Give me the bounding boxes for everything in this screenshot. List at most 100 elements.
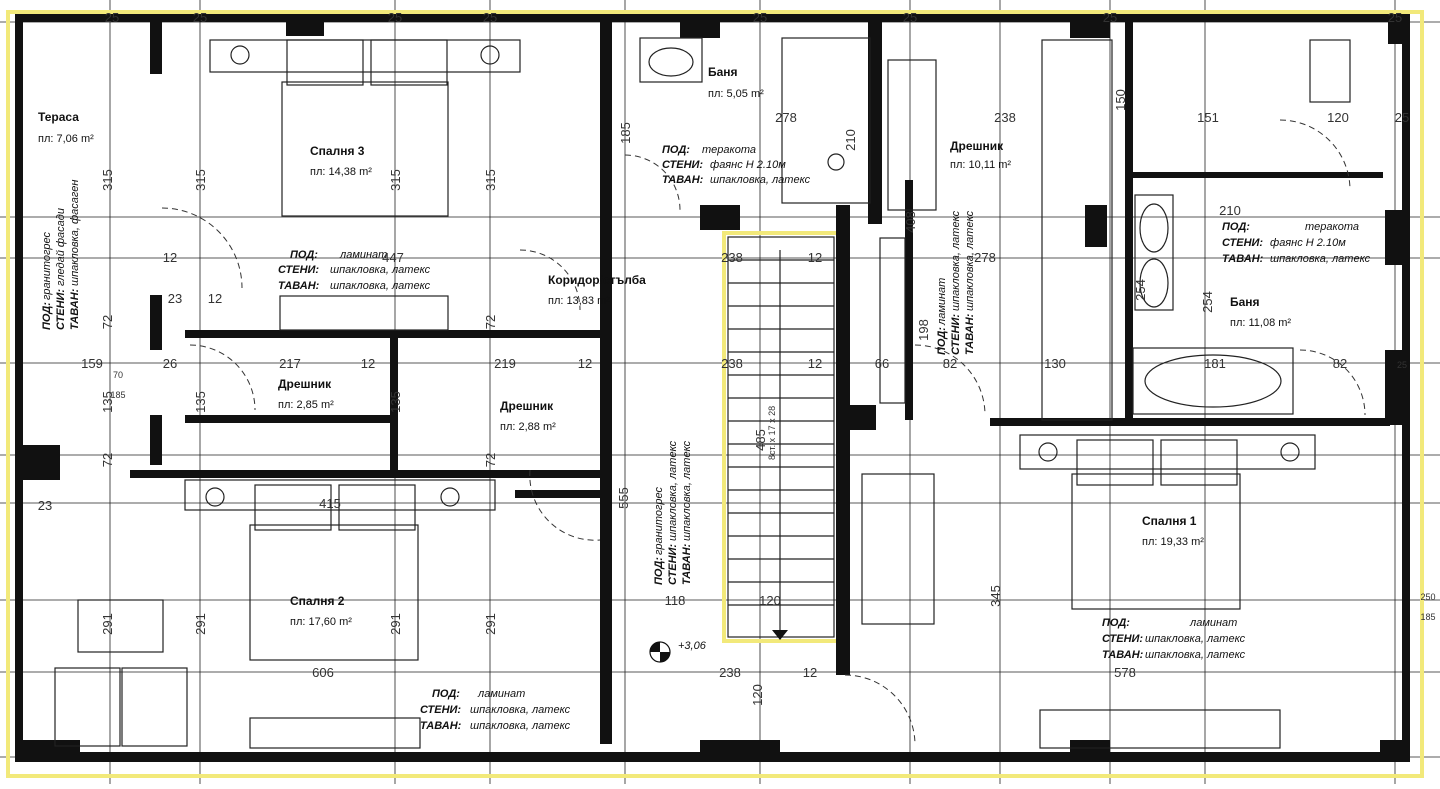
dimension-label: 238 xyxy=(994,110,1016,125)
dimension-label: 315 xyxy=(100,169,115,191)
dimension-label: 135 xyxy=(100,391,115,413)
dimension-label: 26 xyxy=(163,356,177,371)
dimension-label: 238 xyxy=(721,250,743,265)
finish-floor-value: ламинат xyxy=(936,278,948,326)
dimension-label: 25 xyxy=(903,10,917,25)
finish-ceiling-value: шпакловка, латекс xyxy=(1145,649,1246,661)
finish-walls-value: шпакловка, латекс xyxy=(470,704,571,716)
finish-walls-label: СТЕНИ: xyxy=(950,314,962,355)
finish-ceiling-label: ТАВАН: xyxy=(69,288,81,330)
finish-floor-label: ПОД: xyxy=(1102,617,1130,629)
dimension-label: 447 xyxy=(382,250,404,265)
finish-walls-label: СТЕНИ: xyxy=(420,704,461,716)
finish-floor-value: гранитогрес xyxy=(653,486,665,555)
finish-floor-value: теракота xyxy=(702,144,756,156)
finish-walls-label: СТЕНИ: xyxy=(1102,633,1143,645)
dimension-label: 25 xyxy=(1103,10,1117,25)
room-area-bedroom2: пл: 17,60 m² xyxy=(290,616,352,628)
dimension-label: 72 xyxy=(483,315,498,329)
dimension-label: 70 xyxy=(113,370,123,380)
dimension-label: 291 xyxy=(483,613,498,635)
dimension-label: 23 xyxy=(38,498,52,513)
finish-walls-value: фаянс Н 2.10м xyxy=(1270,237,1346,249)
room-area-bedroom1: пл: 19,33 m² xyxy=(1142,536,1204,548)
dimension-label: 315 xyxy=(193,169,208,191)
finish-block-corridor: ПОД: гранитогрес СТЕНИ: шпакловка, латек… xyxy=(653,440,693,585)
finish-walls-value: шпакловка, латекс xyxy=(667,440,679,541)
finish-floor-label: ПОД: xyxy=(41,302,53,330)
dimension-label: 185 xyxy=(110,390,125,400)
finish-floor-value: ламинат xyxy=(477,688,525,700)
dimension-label: 82 xyxy=(1333,356,1347,371)
highlight-frame xyxy=(6,10,1424,778)
room-area-terrace: пл: 7,06 m² xyxy=(38,133,94,145)
dimension-label: 25 xyxy=(753,10,767,25)
room-area-bath-small: пл: 5,05 m² xyxy=(708,88,764,100)
finish-floor-label: ПОД: xyxy=(653,557,665,585)
finish-walls-label: СТЕНИ: xyxy=(662,159,703,171)
dimension-label: 151 xyxy=(1197,110,1219,125)
dimension-label: 130 xyxy=(1044,356,1066,371)
stair-arrow-icon xyxy=(772,630,788,640)
dimension-label: 345 xyxy=(988,585,1003,607)
dimension-label: 120 xyxy=(1327,110,1349,125)
finish-walls-value: шпакловка, латекс xyxy=(1145,633,1246,645)
dimension-label: 12 xyxy=(361,356,375,371)
dimension-label: 25 xyxy=(193,10,207,25)
dimension-label: 278 xyxy=(775,110,797,125)
dimension-label: 578 xyxy=(1114,665,1136,680)
finish-walls-label: СТЕНИ: xyxy=(278,264,319,276)
finish-ceiling-value: шпакловка, фасаген xyxy=(69,180,81,286)
finish-ceiling-value: шпакловка, латекс xyxy=(964,210,976,311)
room-area-wardrobe2: пл: 2,88 m² xyxy=(500,421,556,433)
dimension-label: 12 xyxy=(578,356,592,371)
room-name-wardrobe-right: Дрешник xyxy=(950,139,1004,153)
room-area-wardrobe1: пл: 2,85 m² xyxy=(278,399,334,411)
dimension-label: 210 xyxy=(843,129,858,151)
dimension-label: 606 xyxy=(312,665,334,680)
dimension-label: 315 xyxy=(388,169,403,191)
dimension-label: 315 xyxy=(483,169,498,191)
finish-block-bath-large: ПОД: теракота СТЕНИ: фаянс Н 2.10м ТАВАН… xyxy=(1222,221,1371,265)
dimension-label: 217 xyxy=(279,356,301,371)
dimension-label: 555 xyxy=(616,487,631,509)
dimension-label: 25 xyxy=(1388,10,1402,25)
finish-ceiling-label: ТАВАН: xyxy=(1222,253,1264,265)
finish-walls-value: гледай фасади xyxy=(55,208,67,286)
dimension-label: 25 xyxy=(483,10,497,25)
dimension-label: 238 xyxy=(721,356,743,371)
dimension-label: 72 xyxy=(100,453,115,467)
dimension-label: 12 xyxy=(808,250,822,265)
level-mark-text: +3,06 xyxy=(678,640,707,652)
finish-walls-value: шпакловка, латекс xyxy=(330,264,431,276)
room-name-wardrobe2: Дрешник xyxy=(500,399,554,413)
dimension-label: 72 xyxy=(483,453,498,467)
dimension-label: 12 xyxy=(808,356,822,371)
finish-ceiling-label: ТАВАН: xyxy=(278,280,320,292)
finish-floor-label: ПОД: xyxy=(432,688,460,700)
finish-ceiling-label: ТАВАН: xyxy=(1102,649,1144,661)
dimension-label: 25 xyxy=(1395,110,1409,125)
staircase xyxy=(727,236,835,640)
dimension-label: 150 xyxy=(1113,89,1128,111)
finish-block-bedroom2: ПОД: ламинат СТЕНИ: шпакловка, латекс ТА… xyxy=(420,688,571,732)
stair-highlight xyxy=(722,231,840,643)
dimension-label: 210 xyxy=(1219,203,1241,218)
room-name-wardrobe1: Дрешник xyxy=(278,377,332,391)
finish-walls-value: шпакловка, латекс xyxy=(950,210,962,311)
room-name-terrace: Тераса xyxy=(38,110,79,124)
finish-floor-value: ламинат xyxy=(339,249,387,261)
room-area-bedroom3: пл: 14,38 m² xyxy=(310,166,372,178)
finish-floor-label: ПОД: xyxy=(1222,221,1250,233)
finish-floor-value: теракота xyxy=(1305,221,1359,233)
dimension-label: 185 xyxy=(1420,612,1435,622)
dimension-label: 415 xyxy=(319,496,341,511)
finish-block-wardrobe-right: ПОД: ламинат СТЕНИ: шпакловка, латекс ТА… xyxy=(936,210,976,355)
dimension-label: 120 xyxy=(750,684,765,706)
furniture xyxy=(54,37,1351,749)
dimension-label: 25 xyxy=(1397,360,1407,370)
dimension-label: 12 xyxy=(163,250,177,265)
finish-ceiling-value: шпакловка, латекс xyxy=(1270,253,1371,265)
dimension-label: 485 xyxy=(753,429,768,451)
